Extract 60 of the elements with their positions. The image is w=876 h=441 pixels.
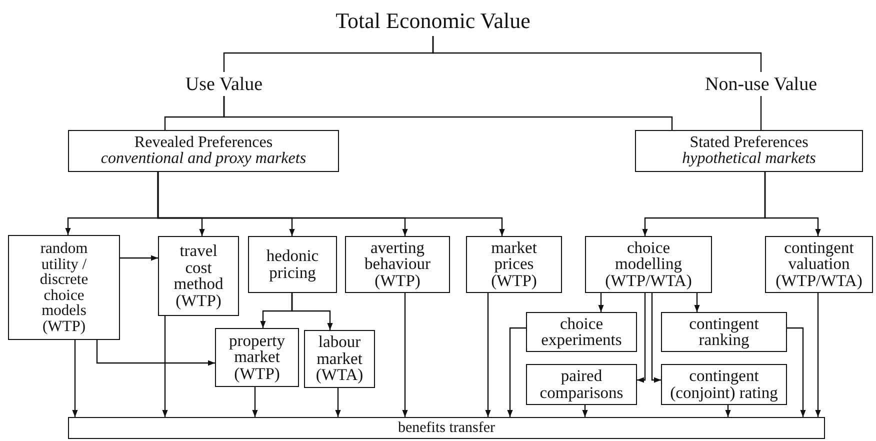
box-label: contingent ranking (688, 316, 760, 348)
box-label: contingent valuation (WTP/WTA) (774, 240, 864, 290)
method-box (765, 236, 873, 293)
method-box (526, 364, 637, 405)
box-label: averting behaviour (WTP) (364, 240, 432, 290)
arrow (162, 316, 168, 417)
arrow (725, 405, 731, 417)
method-box (345, 236, 450, 293)
arrow (120, 255, 158, 261)
arrow (651, 293, 661, 383)
method-box (304, 330, 375, 388)
method-box (68, 130, 339, 172)
method-box (585, 236, 712, 293)
method-box (158, 236, 239, 316)
method-box (466, 236, 562, 293)
box-subtitle: conventional and proxy markets (100, 151, 306, 167)
box-label: benefits transfer (398, 420, 496, 436)
box-label: random utility / discrete choice models (WTP) (38, 241, 90, 334)
arrow (637, 293, 646, 383)
arrow (291, 293, 333, 330)
method-box (661, 364, 787, 405)
arrow (157, 172, 505, 236)
arrow (764, 172, 821, 236)
box-label: Stated Preferences (690, 135, 808, 151)
arrow (694, 293, 700, 312)
arrow (598, 293, 604, 312)
category-label: Total Economic Value (303, 6, 563, 36)
box-subtitle: hypothetical markets (682, 151, 816, 167)
arrow (252, 387, 258, 417)
box-label: hedonic pricing (265, 248, 320, 281)
box-label: market prices (WTP) (490, 240, 538, 290)
box-label: labour market (WTA) (314, 334, 364, 384)
arrow (582, 405, 588, 417)
box-label: choice modelling (WTP/WTA) (605, 240, 692, 290)
box-label: Revealed Preferences (134, 135, 273, 151)
connector-line (223, 96, 673, 130)
arrow (815, 293, 821, 417)
method-box (661, 312, 787, 352)
method-box (635, 130, 863, 172)
arrow (72, 340, 78, 417)
method-box (8, 235, 120, 340)
arrow (507, 327, 526, 417)
connector-line (432, 36, 762, 72)
method-box (215, 328, 299, 387)
box-label: property market (WTP) (228, 332, 286, 382)
arrow (96, 340, 215, 366)
arrow (335, 388, 341, 417)
box-label: paired comparisons (538, 368, 624, 401)
box-label: choice experiments (540, 316, 623, 348)
arrow (402, 293, 408, 417)
category-label: Use Value (169, 72, 279, 96)
method-box (68, 417, 825, 439)
arrow (485, 293, 491, 417)
box-label: travel cost method (WTP) (173, 243, 224, 309)
category-label: Non-use Value (696, 72, 826, 96)
box-label: contingent (conjoint) rating (669, 368, 779, 401)
method-box (526, 312, 637, 352)
method-box (248, 236, 337, 293)
connector-line (760, 96, 762, 130)
arrow (787, 327, 806, 417)
